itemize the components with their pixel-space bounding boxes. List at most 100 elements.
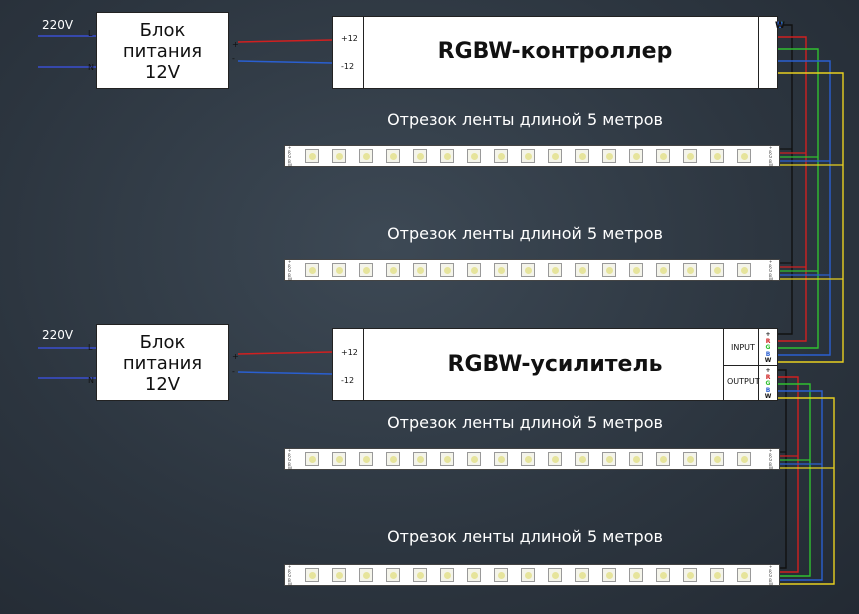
led-chip [332,452,346,466]
pin-plus: + [232,40,239,49]
led-chip [521,568,535,582]
led-chip [359,568,373,582]
led-chip [440,568,454,582]
amplifier-plus12: +12 [341,348,358,357]
led-chip [521,149,535,163]
led-chip [629,452,643,466]
led-chip [359,452,373,466]
pin-l: L [88,29,93,38]
led-chip [575,263,589,277]
controller-output-wire [778,72,844,363]
strip-caption-3: Отрезок ленты длиной 5 метров [387,413,663,432]
led-chip [602,149,616,163]
pin-l: L [88,343,93,352]
mains-voltage-label: 220V [42,18,74,32]
pin-minus: - [232,367,235,376]
led-chip [683,568,697,582]
led-chip [656,149,670,163]
led-chip [656,263,670,277]
led-chip [602,452,616,466]
led-chip [710,263,724,277]
amplifier-output-wire [778,369,787,569]
led-chip [413,149,427,163]
amplifier-output-wire [778,397,835,585]
led-chip [359,149,373,163]
led-chip [737,263,751,277]
led-chip [521,452,535,466]
led-chip [494,263,508,277]
led-chip [548,263,562,277]
led-chip [737,452,751,466]
controller-title: RGBW-контроллер [437,39,673,64]
amplifier-input-label: INPUT [731,343,755,352]
led-chip [386,263,400,277]
led-chip [467,568,481,582]
amplifier-output-wire [778,376,799,573]
amplifier-output-wire [778,383,811,577]
controller-plus12: +12 [341,34,358,43]
dc-minus-wire [237,371,333,375]
led-chip [386,452,400,466]
led-chip [332,568,346,582]
rgbw-controller: +12 -12 RGBW-контроллер + R G B W [332,16,785,89]
led-chip [440,452,454,466]
controller-output-wire [778,60,831,356]
led-chip [332,263,346,277]
led-chip [683,149,697,163]
strip-caption-4: Отрезок ленты длиной 5 метров [387,527,663,546]
led-chip [413,452,427,466]
led-chip [305,568,319,582]
led-chip [332,149,346,163]
dc-plus-wire [237,351,333,355]
mains-voltage-label: 220V [42,328,74,342]
led-chip [386,568,400,582]
led-chip [548,149,562,163]
led-chip [575,149,589,163]
controller-output-wire [778,24,793,335]
led-chip [494,149,508,163]
amplifier-output-wire [778,390,823,581]
controller-output-wire [778,48,819,349]
controller-output-wire [778,36,807,342]
led-chip [548,452,562,466]
led-chip [710,452,724,466]
led-chip [575,452,589,466]
amplifier-title: RGBW-усилитель [447,352,663,377]
led-chip [359,263,373,277]
led-chip [467,263,481,277]
led-chip [629,149,643,163]
led-chip [386,149,400,163]
led-chip [575,568,589,582]
led-chip [656,568,670,582]
led-chip [413,568,427,582]
pin-n: N [88,63,94,72]
dc-minus-wire [237,60,333,64]
amplifier-output-label: OUTPUT [727,377,760,386]
dc-plus-wire [237,39,333,43]
amplifier-minus12: -12 [341,376,355,385]
strip-caption-2: Отрезок ленты длиной 5 метров [387,224,663,243]
led-chip [737,149,751,163]
led-chip [467,149,481,163]
led-chip [305,452,319,466]
led-chip [305,263,319,277]
led-chip [494,568,508,582]
